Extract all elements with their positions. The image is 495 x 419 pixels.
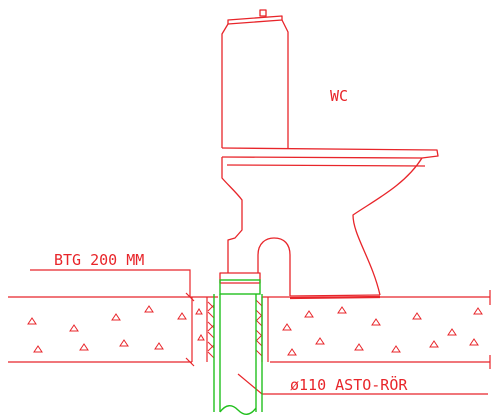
wc-tank: [221, 19, 289, 148]
aggregate-marks: [27, 305, 483, 356]
wc-trap-arch: [257, 237, 291, 296]
wc-outlet-flange: [219, 272, 261, 284]
slab-label: BTG 200 MM: [54, 251, 144, 269]
wc-fixture: [219, 9, 439, 300]
wc-rim-line: [226, 164, 426, 167]
wc-base-shadow: [289, 295, 381, 300]
wc-base: [289, 294, 381, 297]
wc-bowl-front: [352, 157, 423, 296]
sleeve-packing: [207, 299, 263, 359]
fixture-label: WC: [330, 87, 348, 105]
concrete-slab: [8, 269, 491, 395]
pipe-break: [219, 405, 257, 415]
pipe-label: ø110 ASTO-RÖR: [290, 375, 408, 394]
drain-pipe: [213, 279, 263, 415]
pipe-walls: [213, 294, 263, 412]
pipe-socket: [219, 279, 261, 295]
wc-seat: [221, 147, 439, 159]
tank-lid: [227, 15, 283, 25]
wc-bowl-back: [221, 157, 243, 273]
flush-button: [259, 9, 267, 17]
